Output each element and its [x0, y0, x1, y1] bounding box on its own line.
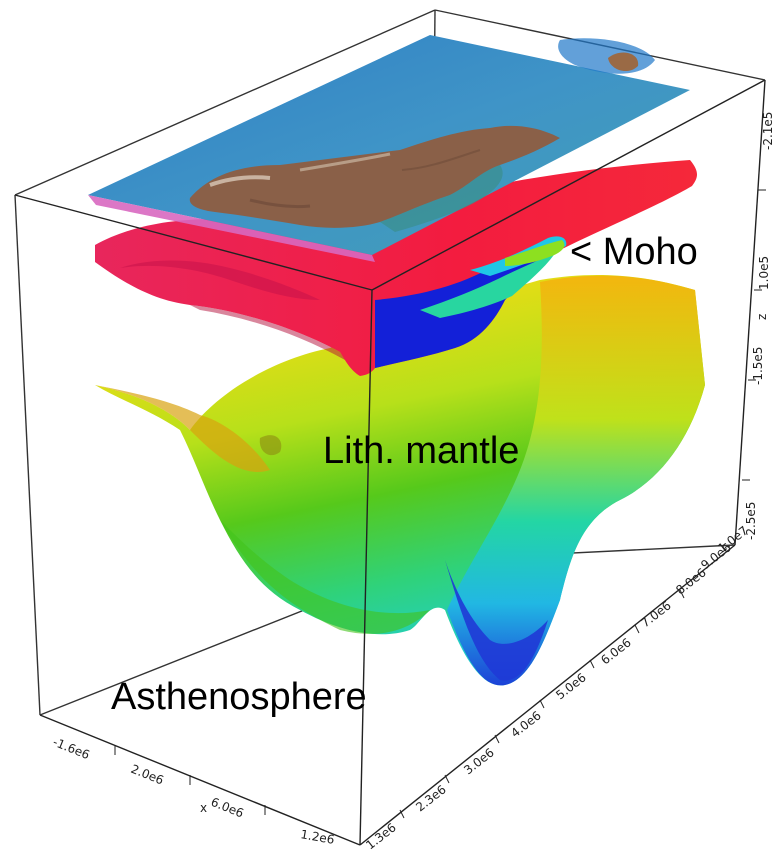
z-tick-label: -2.5e5 — [744, 502, 758, 540]
z-tick-label: 1.0e5 — [757, 256, 771, 290]
x-tick-label: 1.2e6 — [299, 827, 335, 847]
lithospheric-mantle-surface — [95, 274, 705, 686]
x-axis-label: x — [200, 801, 207, 815]
z-axis-tick-labels: -2.1e5 1.0e5 z -1.5e5 -2.5e5 — [744, 112, 775, 540]
y-tick-label: 7.0e6 — [638, 598, 673, 630]
moho-surface — [95, 160, 697, 376]
y-tick-label: 8.0e6 — [673, 565, 708, 597]
x-tick-label: 2.0e6 — [129, 762, 166, 788]
z-axis-label: z — [755, 314, 769, 320]
y-tick-label: 1.3e6 — [363, 820, 398, 852]
bounding-box-front — [14, 79, 766, 846]
asthenosphere-label: Asthenosphere — [111, 676, 367, 718]
x-tick-label: -1.6e6 — [51, 735, 92, 762]
axis-tick-marks — [114, 189, 766, 819]
lithospheric-mantle-label: Lith. mantle — [323, 430, 520, 472]
y-tick-label: 5.0e6 — [553, 670, 588, 702]
x-axis-tick-labels: -1.6e6 2.0e6 6.0e6 1.2e6 x — [51, 735, 336, 847]
z-tick-label: -1.5e5 — [751, 347, 765, 385]
moho-label: < Moho — [570, 231, 698, 273]
z-tick-label: -2.1e5 — [761, 112, 775, 150]
y-tick-label: 2.3e6 — [413, 782, 448, 814]
y-tick-label: 4.0e6 — [508, 708, 543, 740]
topography-surface — [88, 35, 690, 262]
x-tick-label: 6.0e6 — [209, 795, 246, 821]
